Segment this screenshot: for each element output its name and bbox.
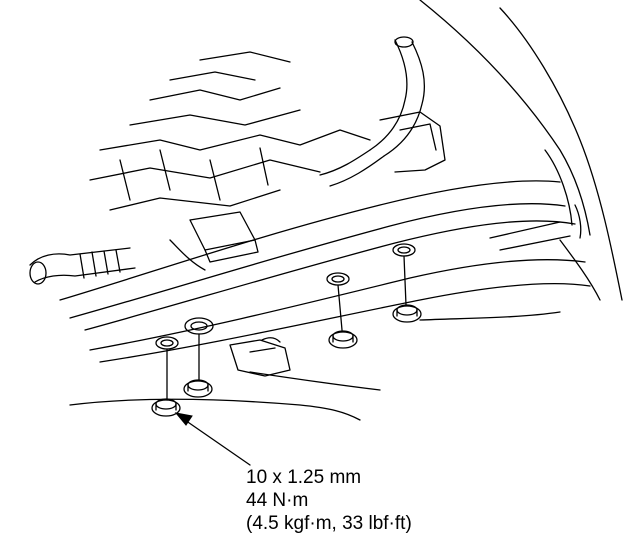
torque-nm-label: 44 N·m (246, 490, 309, 511)
bolt-size-label: 10 x 1.25 mm (246, 467, 362, 488)
engine-block-outline (100, 130, 370, 150)
flange-nut-2 (184, 380, 212, 397)
torque-alt-units-label: (4.5 kgf·m, 33 lbf·ft) (246, 513, 412, 534)
hose (370, 40, 407, 150)
flange-nut-3 (329, 331, 357, 348)
subframe-top-edge (60, 181, 560, 300)
drive-shaft-boot (30, 248, 130, 265)
subframe-lower-edge (90, 260, 585, 350)
bolt-hole (393, 244, 415, 256)
bolt-hole (327, 273, 349, 285)
body-panel-outline (500, 8, 622, 300)
bolt-hole (156, 337, 178, 349)
torque-spec-callout: 10 x 1.25 mm 44 N·m (4.5 kgf·m, 33 lbf·f… (246, 466, 412, 535)
lower-bracket (230, 340, 290, 376)
body-panel-edge (420, 0, 590, 235)
flange-nut-1 (152, 399, 180, 416)
flange-nut-4 (393, 305, 421, 322)
bracket (380, 112, 445, 172)
subframe-middle-edge (85, 221, 575, 330)
leader-line (182, 418, 250, 465)
subframe-upper-edge (70, 204, 565, 318)
leader-arrowhead (176, 413, 192, 425)
underbody-curve (70, 399, 360, 420)
mount-block (190, 212, 255, 250)
